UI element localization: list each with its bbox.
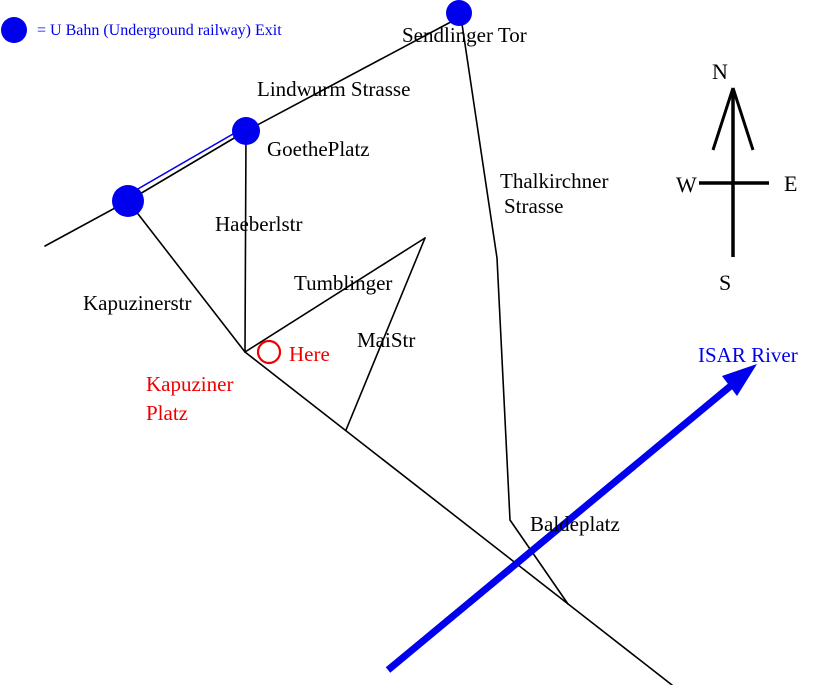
legend-ubahn-icon (1, 17, 27, 43)
compass-rose: N W E S (676, 59, 797, 295)
thalkirchner-strasse-road (461, 23, 569, 605)
baldeplatz-road (244, 351, 673, 685)
label-kapuziner-platz-line1: Kapuziner (146, 372, 233, 396)
compass-west-label: W (676, 172, 697, 197)
label-isar-river: ISAR River (698, 343, 798, 367)
label-lindwurm-strasse: Lindwurm Strasse (257, 77, 410, 101)
label-maistr: MaiStr (357, 328, 415, 352)
label-kapuziner-platz-line2: Platz (146, 401, 188, 425)
legend-label: = U Bahn (Underground railway) Exit (37, 22, 282, 39)
here-marker-circle (256, 339, 282, 365)
haeberlstr-road (244, 130, 247, 353)
maistr-road (345, 237, 426, 431)
tumblinger-road (244, 237, 426, 353)
label-thalkirchner-strasse-line1: Thalkirchner (500, 169, 608, 193)
kapuzinerstr-road (127, 200, 246, 353)
compass-south-label: S (719, 270, 731, 295)
ubahn-station-sendlinger-tor (446, 0, 472, 26)
label-baldeplatz: Baldeplatz (530, 512, 620, 536)
ubahn-station-west (112, 185, 144, 217)
compass-east-label: E (784, 171, 797, 196)
label-goetheplatz: GoethePlatz (267, 137, 370, 161)
label-tumblinger: Tumblinger (294, 271, 392, 295)
ubahn-line (123, 122, 253, 198)
lindwurm-strasse-road (44, 15, 463, 247)
label-kapuzinerstr: Kapuzinerstr (83, 291, 191, 315)
compass-north-arrow-icon (731, 87, 755, 151)
ubahn-station-goetheplatz (232, 117, 260, 145)
label-haeberlstr: Haeberlstr (215, 212, 302, 236)
label-thalkirchner-strasse-line2: Strasse (504, 194, 564, 218)
label-here: Here (289, 342, 330, 366)
label-sendlinger-tor: Sendlinger Tor (402, 23, 527, 47)
isar-river-arrowhead-icon (722, 364, 757, 396)
isar-river-arrow (385, 381, 736, 673)
compass-north-arrow-icon (711, 87, 735, 151)
compass-north-label: N (712, 59, 728, 84)
